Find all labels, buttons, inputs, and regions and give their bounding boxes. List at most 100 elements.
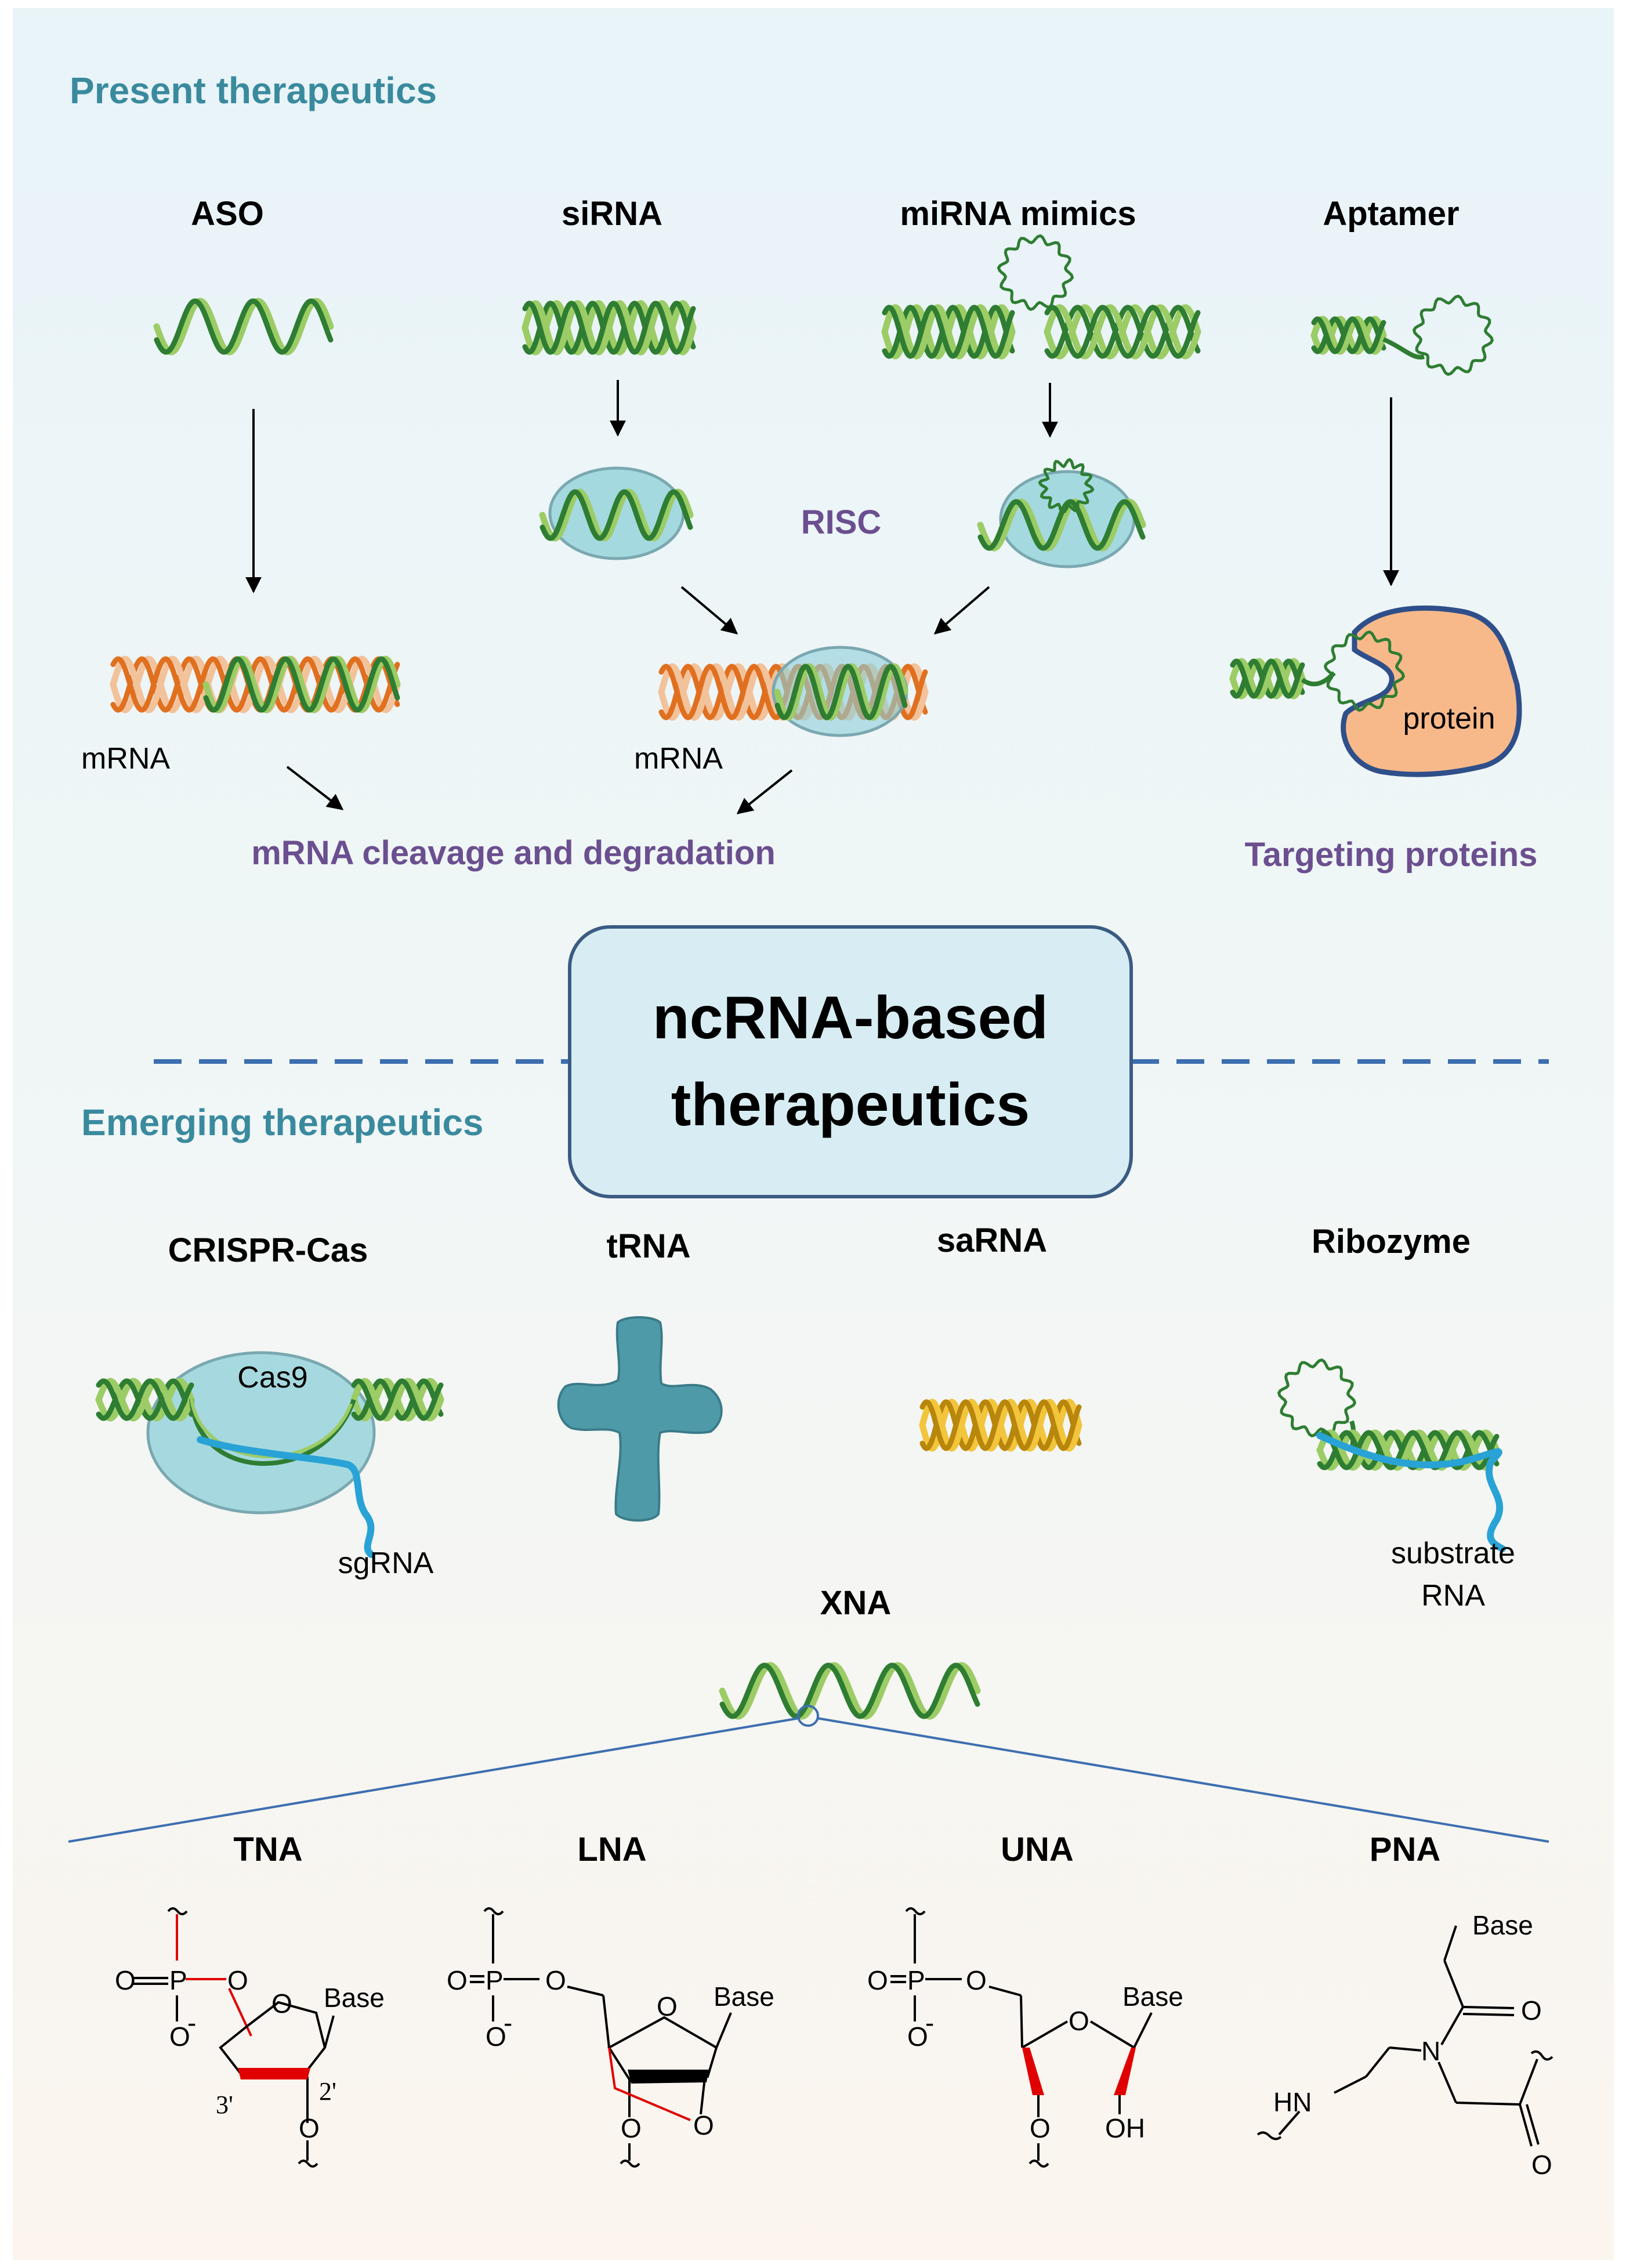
ribozyme-icon [1277, 1358, 1506, 1552]
zoom-line-left [68, 1717, 800, 1843]
lna-o-double: O [447, 1965, 468, 1995]
una-o-minus-sign: - [925, 2008, 934, 2038]
helix-strand [881, 304, 1016, 360]
tna-o-bridge: O [227, 1965, 248, 1995]
mrna-label-left: mRNA [81, 742, 170, 776]
aptamer-icon [1310, 294, 1494, 376]
mirna-risc-complex [977, 458, 1146, 568]
una-structure [890, 1907, 1153, 2168]
sarna-helix-icon [919, 1399, 1082, 1452]
helix-strand [154, 298, 334, 355]
helix-strand [882, 305, 1015, 359]
helix-strand [1044, 305, 1201, 359]
risc-mrna-complex-icon [658, 646, 929, 737]
helix-strand [1044, 305, 1201, 359]
lna-o-bottom: O [621, 2113, 642, 2143]
xna-helix-icon [719, 1662, 981, 1720]
una-label: UNA [1001, 1831, 1074, 1868]
una-p: P [907, 1965, 925, 1995]
substrate-label-line1: substrate [1391, 1537, 1515, 1570]
cleavage-outcome-label: mRNA cleavage and degradation [251, 834, 776, 872]
aptamer-protein-complex-icon [1229, 606, 1522, 777]
tna-p: P [169, 1965, 187, 1995]
helix-strand [351, 1378, 444, 1421]
una-oh: OH [1105, 2113, 1145, 2143]
helix-strand [153, 298, 334, 356]
helix-strand [522, 300, 696, 355]
helix-strand [110, 656, 400, 713]
pna-o-bottom: O [1531, 2150, 1552, 2180]
mirna-mimics-label: miRNA mimics [900, 195, 1136, 233]
loop-strand [997, 234, 1074, 311]
section-present-title: Present therapeutics [70, 70, 437, 111]
una-red-wedge-right [1114, 2048, 1136, 2095]
mirna-hairpin-icon [881, 234, 1201, 360]
tna-o-bottom: O [299, 2113, 320, 2143]
pna-base: Base [1472, 1910, 1533, 1940]
helix-strand [1311, 316, 1386, 354]
tna-3prime: 3' [216, 2091, 233, 2119]
tna-label: TNA [233, 1831, 302, 1868]
aso-helix-icon [153, 298, 334, 356]
lna-o-bridge-bottom: O [693, 2110, 714, 2140]
trna-label: tRNA [607, 1227, 691, 1265]
loop-strand [1323, 630, 1406, 712]
lna-structure [470, 1907, 732, 2168]
helix-strand [539, 489, 693, 541]
lna-red-bridge [608, 2047, 691, 2121]
helix-strand [774, 664, 908, 720]
protein-label: protein [1403, 702, 1495, 736]
sirna-risc-complex [539, 466, 694, 560]
sirna-helix-icon [522, 300, 697, 356]
aso-label: ASO [191, 195, 264, 233]
helix-strand [774, 663, 908, 721]
una-o-minus: O [907, 2021, 928, 2052]
crispr-cas-label: CRISPR-Cas [168, 1231, 368, 1269]
cas9-label: Cas9 [237, 1361, 307, 1394]
pna-structure [1256, 1925, 1553, 2147]
risc-label: RISC [801, 503, 882, 541]
helix-strand [977, 498, 1146, 552]
ribozyme-label: Ribozyme [1312, 1223, 1471, 1260]
lna-base: Base [714, 1981, 774, 2012]
tna-o-minus: O [169, 2021, 190, 2052]
lna-o-bridge: O [545, 1965, 566, 1995]
xna-zoom-circle [797, 1705, 819, 1727]
helix-strand [719, 1662, 981, 1720]
una-red-wedge-left [1022, 2048, 1044, 2095]
helix-strand [719, 1662, 980, 1719]
helix-strand [919, 1399, 1082, 1451]
lna-ring-o: O [657, 1991, 678, 2021]
pna-label: PNA [1370, 1831, 1440, 1868]
tna-red-bond [238, 2068, 310, 2079]
una-o-double: O [867, 1965, 888, 1995]
helix-strand [882, 305, 1015, 359]
tna-2prime: 2' [319, 2077, 336, 2106]
sirna-label: siRNA [562, 195, 662, 233]
helix-strand [539, 488, 694, 542]
section-emerging-title: Emerging therapeutics [81, 1102, 484, 1143]
pna-hn: HN [1273, 2087, 1312, 2117]
lna-o-minus-sign: - [504, 2008, 512, 2038]
loop-strand [1277, 1358, 1357, 1438]
lna-o-minus: O [486, 2021, 506, 2052]
trna-shape-icon [557, 1316, 723, 1522]
helix-strand [1230, 658, 1305, 699]
aso-mrna-duplex-icon [110, 655, 401, 713]
tna-o-minus-sign: - [187, 2008, 196, 2038]
helix-strand [202, 655, 401, 713]
una-o-bottom: O [1030, 2113, 1051, 2143]
aptamer-label: Aptamer [1323, 195, 1459, 233]
left-to-cleavage-arrow [286, 766, 344, 810]
xna-label: XNA [820, 1584, 891, 1622]
helix-strand [1044, 304, 1201, 360]
pna-o-top: O [1521, 1995, 1542, 2026]
tna-base: Base [324, 1983, 385, 2013]
center-title-line1: ncRNA-based [653, 984, 1048, 1052]
helix-strand [96, 1378, 194, 1421]
risc-to-mrna-arrow-left [680, 586, 738, 635]
sarna-label: saRNA [937, 1222, 1047, 1259]
center-title-box [568, 925, 1133, 1198]
zoom-line-right [816, 1717, 1549, 1843]
